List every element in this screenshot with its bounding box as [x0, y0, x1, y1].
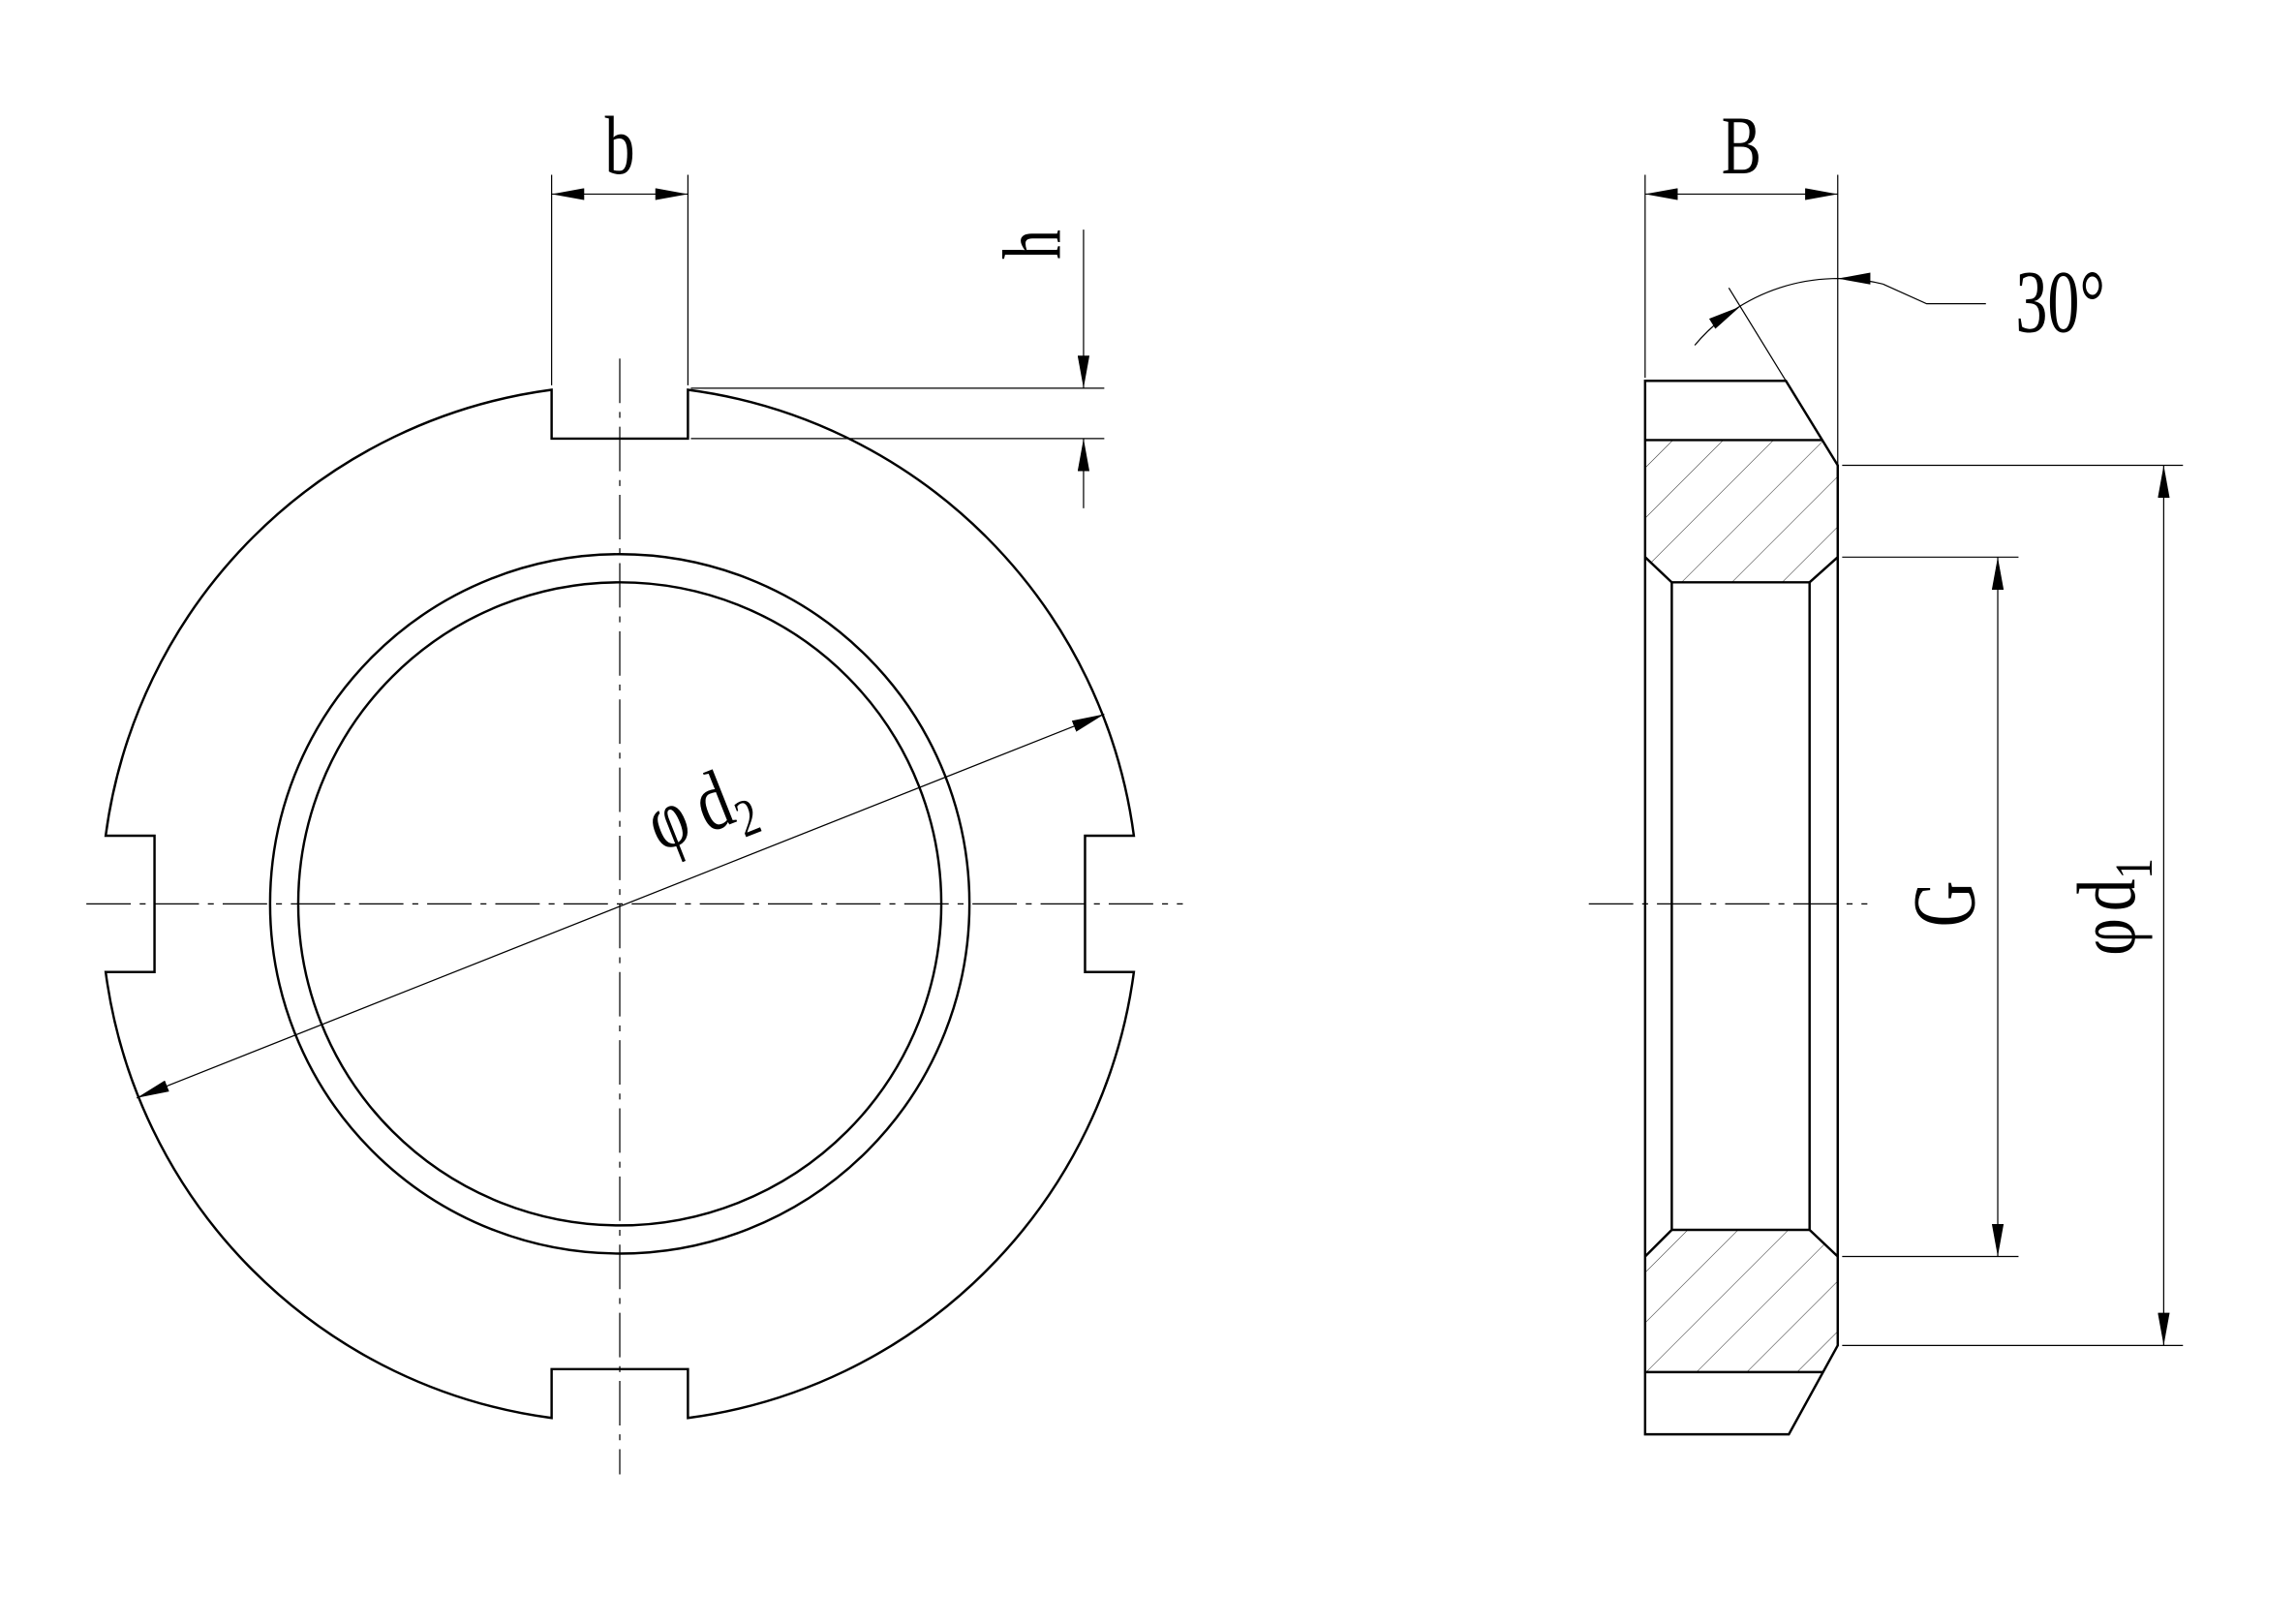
angle-leader-line	[1883, 283, 1986, 305]
angle-label: 30°	[2015, 254, 2105, 352]
hatch-lower-section	[1644, 1229, 1838, 1372]
h-label-group: h	[987, 230, 1079, 260]
hatch-upper-section	[1644, 440, 1838, 583]
bore-chamfer-bottom-right	[1808, 1229, 1839, 1258]
d2-label-group: φd2	[633, 746, 768, 880]
d2-dimension-line	[136, 713, 1105, 1099]
G-label: G	[1896, 881, 1994, 928]
d1-phi-symbol: φ	[2061, 918, 2153, 956]
d1-letter: d	[2061, 879, 2153, 911]
nut-outer-contour-with-slots	[104, 388, 1136, 1420]
angle-arrow-left	[1708, 306, 1740, 329]
d1-label: φd1	[2061, 858, 2163, 956]
bore-chamfer-top-left	[1644, 556, 1673, 584]
angle-arrow-right	[1837, 272, 1871, 285]
bore-chamfer-top-right	[1808, 556, 1839, 584]
section-view: B 30° G φd1	[1588, 100, 2184, 1436]
chamfer-extension-line	[1728, 287, 1787, 382]
front-view: b h φd2	[86, 100, 1183, 1475]
angle-label-group: 30°	[2015, 254, 2105, 352]
G-label-group: G	[1896, 881, 1994, 928]
B-label-group: B	[1722, 100, 1761, 192]
angle-arc	[1694, 278, 1883, 346]
b-label: b	[605, 100, 635, 192]
d1-subscript: 1	[2104, 858, 2163, 878]
h-label: h	[987, 230, 1079, 260]
bore-chamfer-bottom-left	[1643, 1229, 1673, 1258]
B-label: B	[1722, 100, 1761, 192]
d1-label-group: φd1	[2061, 858, 2163, 956]
d2-label: φd2	[633, 746, 768, 880]
b-label-group: b	[605, 100, 635, 192]
